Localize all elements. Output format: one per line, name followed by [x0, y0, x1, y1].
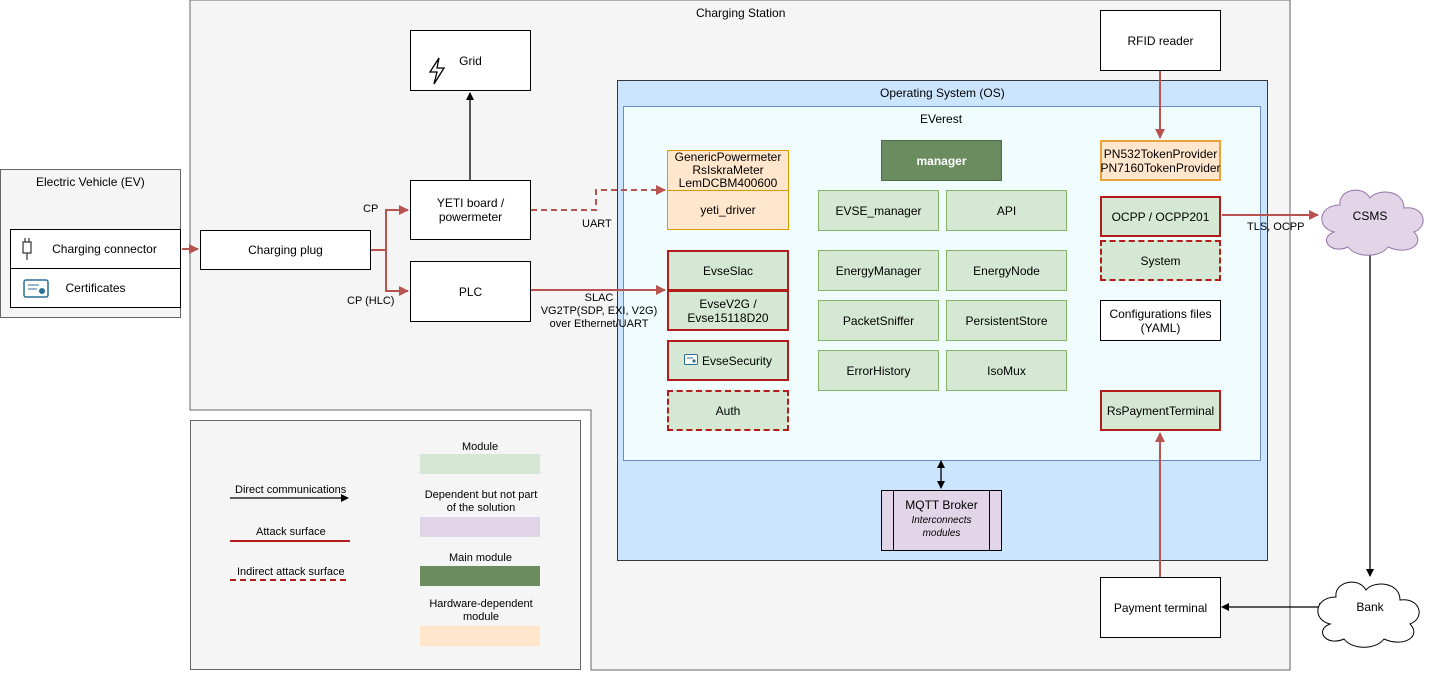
legend-hardware-label: Hardware-dependent module — [429, 598, 533, 623]
auth-label: Auth — [715, 403, 741, 418]
ev-title: Electric Vehicle (EV) — [36, 175, 145, 189]
legend-main-swatch — [420, 566, 540, 586]
manager-label: manager — [916, 153, 967, 168]
rs-payment-terminal: RsPaymentTerminal — [1100, 390, 1221, 431]
iso-mux-label: IsoMux — [987, 363, 1026, 378]
bank-label: Bank — [1356, 600, 1384, 614]
energy-node: EnergyNode — [946, 250, 1067, 291]
os-title: Operating System (OS) — [880, 86, 1005, 100]
error-history-label: ErrorHistory — [846, 363, 911, 378]
rfid-reader-label: RFID reader — [1127, 33, 1194, 48]
energy-manager-label: EnergyManager — [835, 263, 922, 278]
charging-plug-label: Charging plug — [248, 243, 323, 257]
evse-slac: EvseSlac — [667, 250, 789, 291]
charging-station-title: Charging Station — [696, 6, 786, 20]
plug-icon — [21, 238, 33, 263]
mqtt-broker: MQTT Broker Interconnects modules — [881, 490, 1002, 551]
config-files-label: Configurations files (YAML) — [1109, 306, 1212, 335]
mqtt-broker-subtitle: Interconnects modules — [911, 515, 972, 539]
system: System — [1100, 240, 1221, 281]
legend-module-label: Module — [462, 441, 499, 453]
evse-manager: EVSE_manager — [818, 190, 939, 231]
evse-v2g: EvseV2G / Evse15118D20 — [667, 290, 789, 331]
powermeter-drivers: GenericPowermeter RsIskraMeter LemDCBM40… — [667, 150, 789, 191]
api: API — [946, 190, 1067, 231]
everest-title: EVerest — [920, 112, 963, 126]
charging-plug-node: Charging plug — [200, 230, 371, 270]
system-label: System — [1140, 253, 1181, 268]
payment-terminal-node: Payment terminal — [1100, 577, 1221, 638]
evse-security: EvseSecurity — [667, 340, 789, 381]
grid-label: Grid — [459, 53, 482, 68]
persistent-store-label: PersistentStore — [965, 313, 1048, 328]
charging-connector-label: Charging connector — [52, 242, 157, 256]
energy-manager: EnergyManager — [818, 250, 939, 291]
edge-label-cp: CP — [363, 203, 379, 215]
rfid-reader-node: RFID reader — [1100, 10, 1221, 71]
plc-label: PLC — [458, 284, 483, 299]
payment-terminal-label: Payment terminal — [1113, 600, 1208, 615]
csms-label: CSMS — [1352, 209, 1388, 223]
ocpp-label: OCPP / OCPP201 — [1111, 209, 1210, 224]
error-history: ErrorHistory — [818, 350, 939, 391]
powermeter-drivers-label: GenericPowermeter RsIskraMeter LemDCBM40… — [674, 150, 782, 190]
api-label: API — [996, 203, 1017, 218]
iso-mux: IsoMux — [946, 350, 1067, 391]
evse-manager-label: EVSE_manager — [835, 203, 922, 218]
token-providers: PN532TokenProvider PN7160TokenProvider — [1100, 140, 1221, 181]
edge-label-uart: UART — [582, 218, 612, 230]
edge-label-slac: SLAC VG2TP(SDP, EXI, V2G) over Ethernet/… — [540, 292, 658, 330]
manager: manager — [881, 140, 1002, 181]
lightning-icon — [427, 57, 447, 88]
persistent-store: PersistentStore — [946, 300, 1067, 341]
edge-label-cp-hlc: CP (HLC) — [347, 295, 395, 307]
edge-label-tls-ocpp: TLS, OCPP — [1247, 221, 1305, 233]
ocpp: OCPP / OCPP201 — [1100, 196, 1221, 237]
legend-module-swatch — [420, 454, 540, 474]
plc-node: PLC — [410, 261, 531, 322]
auth: Auth — [667, 390, 789, 431]
packet-sniffer-label: PacketSniffer — [842, 313, 915, 328]
yeti-board-label: YETI board / powermeter — [436, 196, 505, 224]
legend-attack-label: Attack surface — [256, 526, 326, 538]
legend-direct-label: Direct communications — [235, 484, 347, 496]
yeti-driver: yeti_driver — [667, 190, 789, 230]
packet-sniffer: PacketSniffer — [818, 300, 939, 341]
yeti-driver-label: yeti_driver — [700, 203, 756, 217]
token-providers-label: PN532TokenProvider PN7160TokenProvider — [1100, 146, 1221, 175]
yeti-board-node: YETI board / powermeter — [410, 180, 531, 240]
evse-security-icon — [683, 353, 698, 368]
energy-node-label: EnergyNode — [973, 263, 1040, 278]
legend-hardware-swatch — [420, 626, 540, 646]
legend-main-label: Main module — [449, 552, 512, 564]
config-files: Configurations files (YAML) — [1100, 300, 1221, 341]
evse-v2g-label: EvseV2G / Evse15118D20 — [687, 296, 769, 325]
mqtt-broker-title: MQTT Broker — [905, 498, 978, 512]
certificates-label: Certificates — [65, 281, 126, 295]
evse-security-label: EvseSecurity — [701, 353, 773, 368]
rs-payment-terminal-label: RsPaymentTerminal — [1106, 403, 1215, 418]
certificates: Certificates — [10, 268, 181, 308]
legend-indirect-label: Indirect attack surface — [237, 566, 345, 578]
legend-dependent-label: Dependent but not part of the solution — [424, 489, 538, 514]
evse-slac-label: EvseSlac — [702, 263, 754, 278]
grid-node: Grid — [410, 30, 531, 91]
charging-connector: Charging connector — [10, 229, 181, 269]
certificate-icon — [23, 279, 49, 302]
legend-dependent-swatch — [420, 517, 540, 537]
